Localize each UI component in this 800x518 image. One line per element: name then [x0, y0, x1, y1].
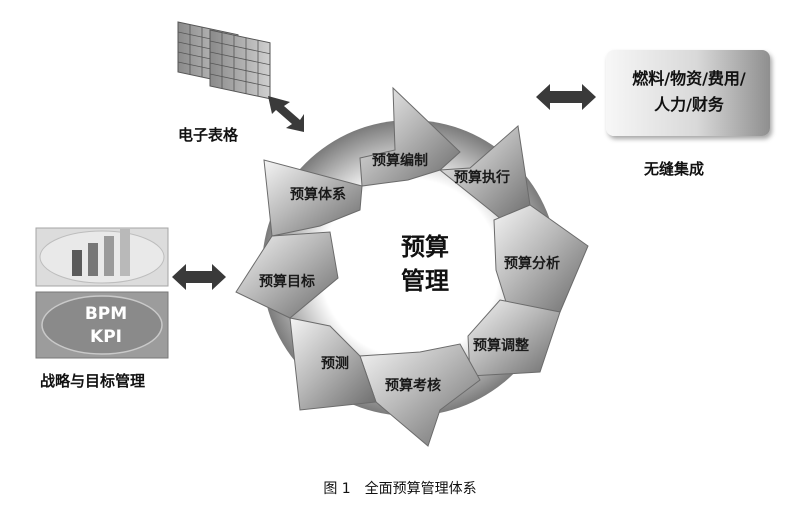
segment-arrow-tixi — [263, 159, 363, 237]
center-label-line2: 管理 — [401, 267, 449, 295]
segment-label-kaohe: 预算考核 — [385, 378, 441, 394]
bar-chart-icon — [72, 229, 130, 276]
center-label: 预算 管理 — [385, 230, 465, 298]
spreadsheet-icon — [177, 21, 271, 100]
segment-arrow-mubiao — [235, 231, 339, 319]
segment-label-mubiao: 预算目标 — [259, 274, 315, 290]
spreadsheet-label: 电子表格 — [178, 126, 239, 144]
segment-label-tiaozheng: 预算调整 — [473, 338, 529, 354]
integration-label: 无缝集成 — [644, 160, 705, 178]
segment-arrow-kaohe — [359, 343, 481, 447]
segment-label-zhixing: 预算执行 — [454, 170, 510, 186]
cycle-arrows — [235, 86, 589, 447]
strategy-panel — [35, 227, 169, 359]
integration-box — [606, 50, 770, 136]
figure-caption: 图 1 全面预算管理体系 — [323, 481, 477, 497]
strategy-label: 战略与目标管理 — [40, 372, 146, 390]
segment-label-bianzhi: 预算编制 — [372, 153, 428, 169]
integration-link-arrow — [536, 84, 596, 110]
kpi-line1: BPM — [84, 304, 128, 324]
kpi-text: BPM KPI — [58, 303, 154, 349]
kpi-line2: KPI — [90, 327, 122, 347]
integration-line2: 人力/财务 — [654, 95, 724, 114]
spreadsheet-link-arrow — [268, 96, 304, 132]
segment-label-fenxi: 预算分析 — [504, 256, 560, 272]
integration-line1: 燃料/物资/费用/ — [632, 69, 746, 88]
segment-label-tixi: 预算体系 — [290, 187, 346, 203]
cycle-center — [328, 186, 492, 350]
integration-box-text: 燃料/物资/费用/ 人力/财务 — [614, 66, 764, 118]
segment-arrow-bianzhi — [359, 86, 461, 187]
segment-arrow-tiaozheng — [467, 299, 561, 377]
segment-arrow-yuce — [289, 317, 377, 411]
center-label-line1: 预算 — [401, 233, 449, 261]
strategy-link-arrow — [172, 264, 226, 290]
segment-label-yuce: 预测 — [321, 356, 349, 372]
